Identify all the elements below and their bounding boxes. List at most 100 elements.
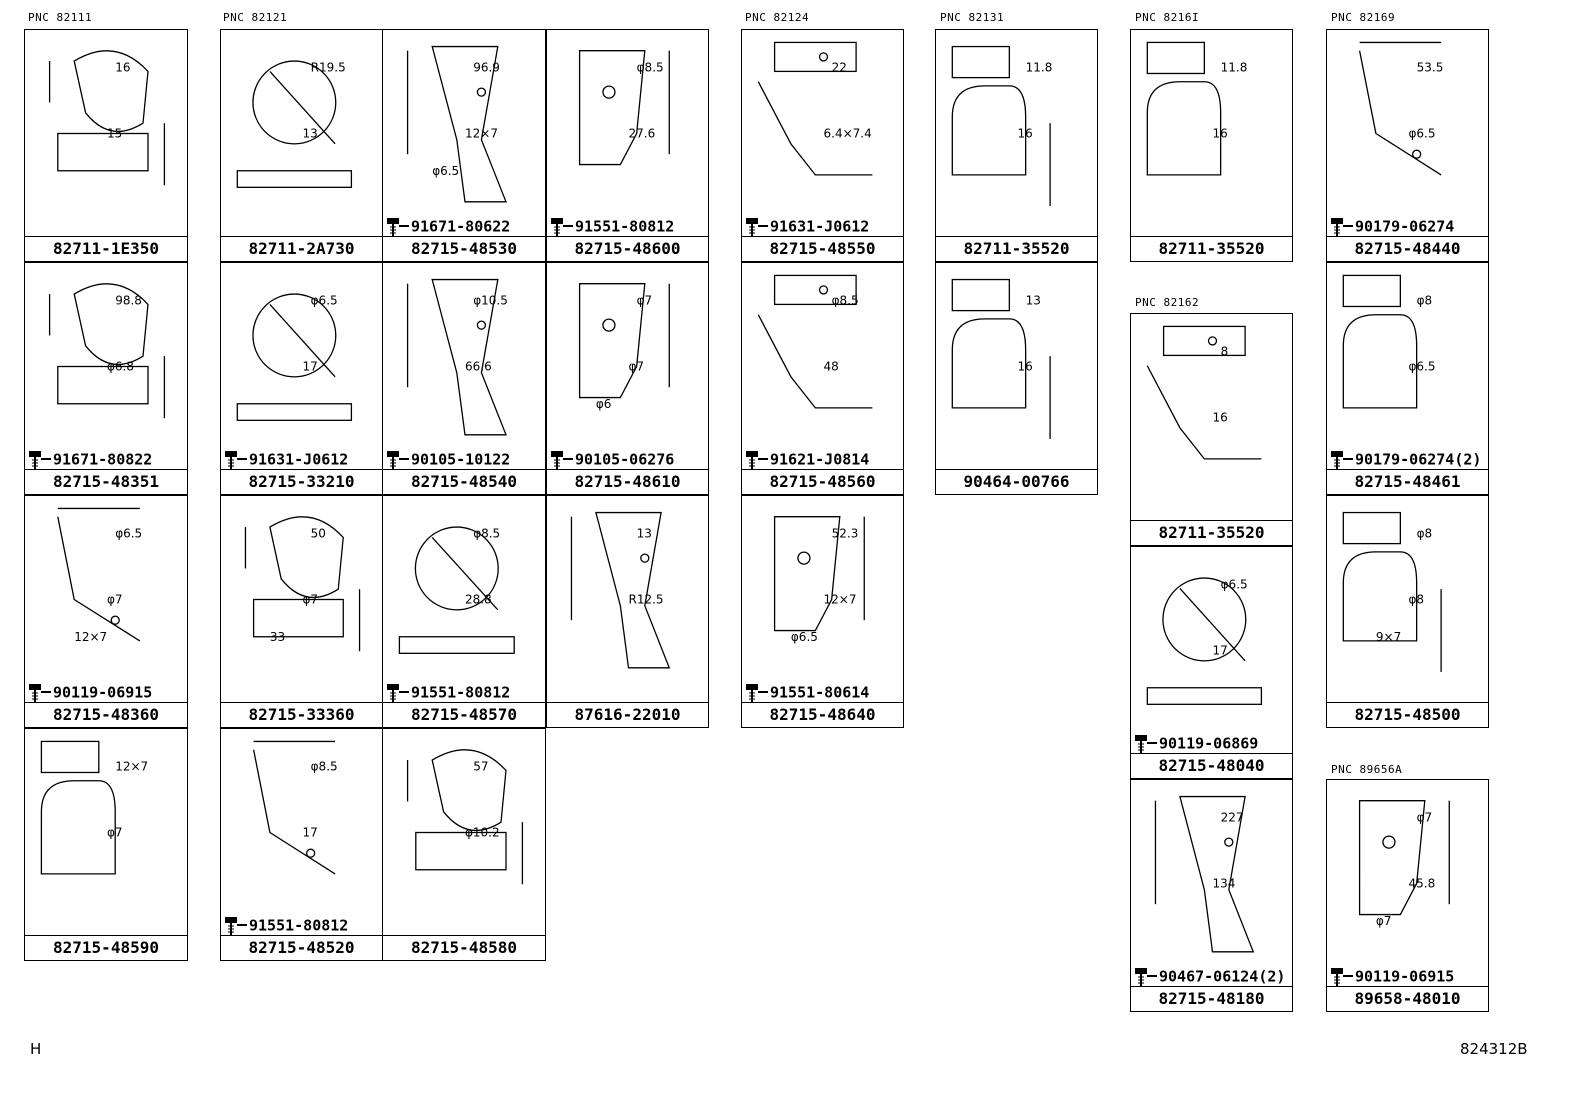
part-number: 82715-48540: [383, 469, 545, 494]
dimension-label: 16: [1018, 127, 1033, 141]
bolt-icon: [29, 684, 51, 702]
part-number: 87616-22010: [547, 702, 708, 727]
fastener-callout: 91551-80812: [549, 216, 674, 238]
dimension-label: φ6.8: [107, 360, 134, 374]
fastener-part-number: 91671-80622: [411, 217, 511, 236]
fastener-callout: 91551-80812: [385, 682, 510, 704]
fastener-callout: 90119-06869: [1133, 733, 1258, 755]
fastener-callout: 90119-06915: [1329, 966, 1454, 988]
dimension-label: 13: [1026, 293, 1041, 307]
part-drawing: 53.5φ6.5: [1358, 41, 1444, 176]
fastener-part-number: 90179-06274: [1355, 217, 1455, 236]
dimension-label: φ6.5: [432, 164, 459, 178]
part-drawing: 98.8 φ6.8: [48, 283, 166, 419]
part-drawing: 11.816: [951, 45, 1052, 206]
dimension-label: 66.6: [465, 360, 492, 374]
dimension-label: 17: [303, 360, 318, 374]
part-number: 82715-48560: [742, 469, 903, 494]
dimension-label: 98.8: [115, 293, 142, 307]
part-number: 82711-35520: [1131, 236, 1292, 261]
dimension-label: φ7: [1417, 810, 1433, 824]
part-number: 82715-48570: [383, 702, 545, 727]
fastener-callout: 90119-06915: [27, 682, 152, 704]
dimension-label: φ7: [637, 293, 653, 307]
dimension-label: 16: [1213, 411, 1228, 425]
part-number: 82715-48530: [383, 236, 545, 261]
bolt-icon: [387, 451, 409, 469]
fastener-part-number: 91551-80812: [411, 683, 511, 702]
part-number: 82715-48351: [25, 469, 187, 494]
part-number: 82715-48610: [547, 469, 708, 494]
dimension-label: φ7: [107, 826, 123, 840]
part-drawing: φ8.548: [757, 274, 873, 409]
part-number: 82715-48640: [742, 702, 903, 727]
dimension-label: φ6.5: [115, 526, 142, 540]
part-cell: 12×7 φ7 82715-48590: [24, 728, 188, 961]
part-drawing: 12×7 φ7: [40, 740, 148, 875]
dimension-label: 13: [637, 526, 652, 540]
part-drawing: 96.912×7φ6.5: [406, 45, 507, 203]
fastener-callout: 91551-80812: [223, 915, 348, 937]
dimension-label: 134: [1213, 877, 1236, 891]
dimension-label: 22: [832, 60, 847, 74]
part-number: 82715-48590: [25, 935, 187, 960]
dimension-label: φ7: [1376, 914, 1392, 928]
part-number: 82715-48040: [1131, 753, 1292, 778]
dimension-label: 17: [303, 826, 318, 840]
dimension-label: φ6.5: [1409, 360, 1436, 374]
part-number: 82715-48461: [1327, 469, 1488, 494]
dimension-label: 53.5: [1417, 60, 1444, 74]
fastener-part-number: 90105-10122: [411, 450, 511, 469]
fastener-part-number: 90119-06869: [1159, 734, 1259, 753]
dimension-label: φ6.5: [791, 630, 818, 644]
part-number: 82715-48360: [25, 702, 187, 727]
dimension-label: 9×7: [1376, 630, 1401, 644]
fastener-part-number: 90179-06274(2): [1355, 450, 1482, 469]
dimension-label: 27.6: [629, 127, 656, 141]
dimension-label: 12×7: [115, 759, 148, 773]
pnc-label-82121: PNC 82121: [223, 11, 288, 24]
dimension-label: φ8: [1417, 293, 1433, 307]
part-number: 90464-00766: [936, 469, 1097, 494]
dimension-label: φ10.5: [473, 293, 508, 307]
part-number: 82711-2A730: [221, 236, 382, 261]
part-drawing: φ8.5 17: [252, 740, 338, 875]
part-number: 82711-35520: [1131, 520, 1292, 545]
fastener-callout: 91631-J0612: [223, 449, 348, 471]
dimension-label: φ7: [303, 593, 319, 607]
pnc-label-82169: PNC 82169: [1331, 11, 1396, 24]
bolt-icon: [551, 451, 573, 469]
dimension-label: 13: [303, 127, 318, 141]
pnc-label-89656a: PNC 89656A: [1331, 763, 1403, 776]
part-number: 82711-35520: [936, 236, 1097, 261]
bolt-icon: [29, 451, 51, 469]
fastener-callout: 90179-06274(2): [1329, 449, 1481, 471]
dimension-label: 50: [311, 526, 326, 540]
pnc-label-82131: PNC 82131: [940, 11, 1005, 24]
part-drawing: 816: [1146, 325, 1262, 460]
part-number: 82715-48440: [1327, 236, 1488, 261]
dimension-label: 15: [107, 127, 122, 141]
fastener-part-number: 91551-80812: [575, 217, 675, 236]
fastener-callout: 90179-06274: [1329, 216, 1454, 238]
dimension-label: φ6: [596, 397, 612, 411]
dimension-label: 33: [270, 630, 285, 644]
footer-left: H: [30, 1040, 42, 1058]
dimension-label: φ8.5: [311, 759, 338, 773]
part-drawing: φ6.517: [236, 293, 353, 421]
